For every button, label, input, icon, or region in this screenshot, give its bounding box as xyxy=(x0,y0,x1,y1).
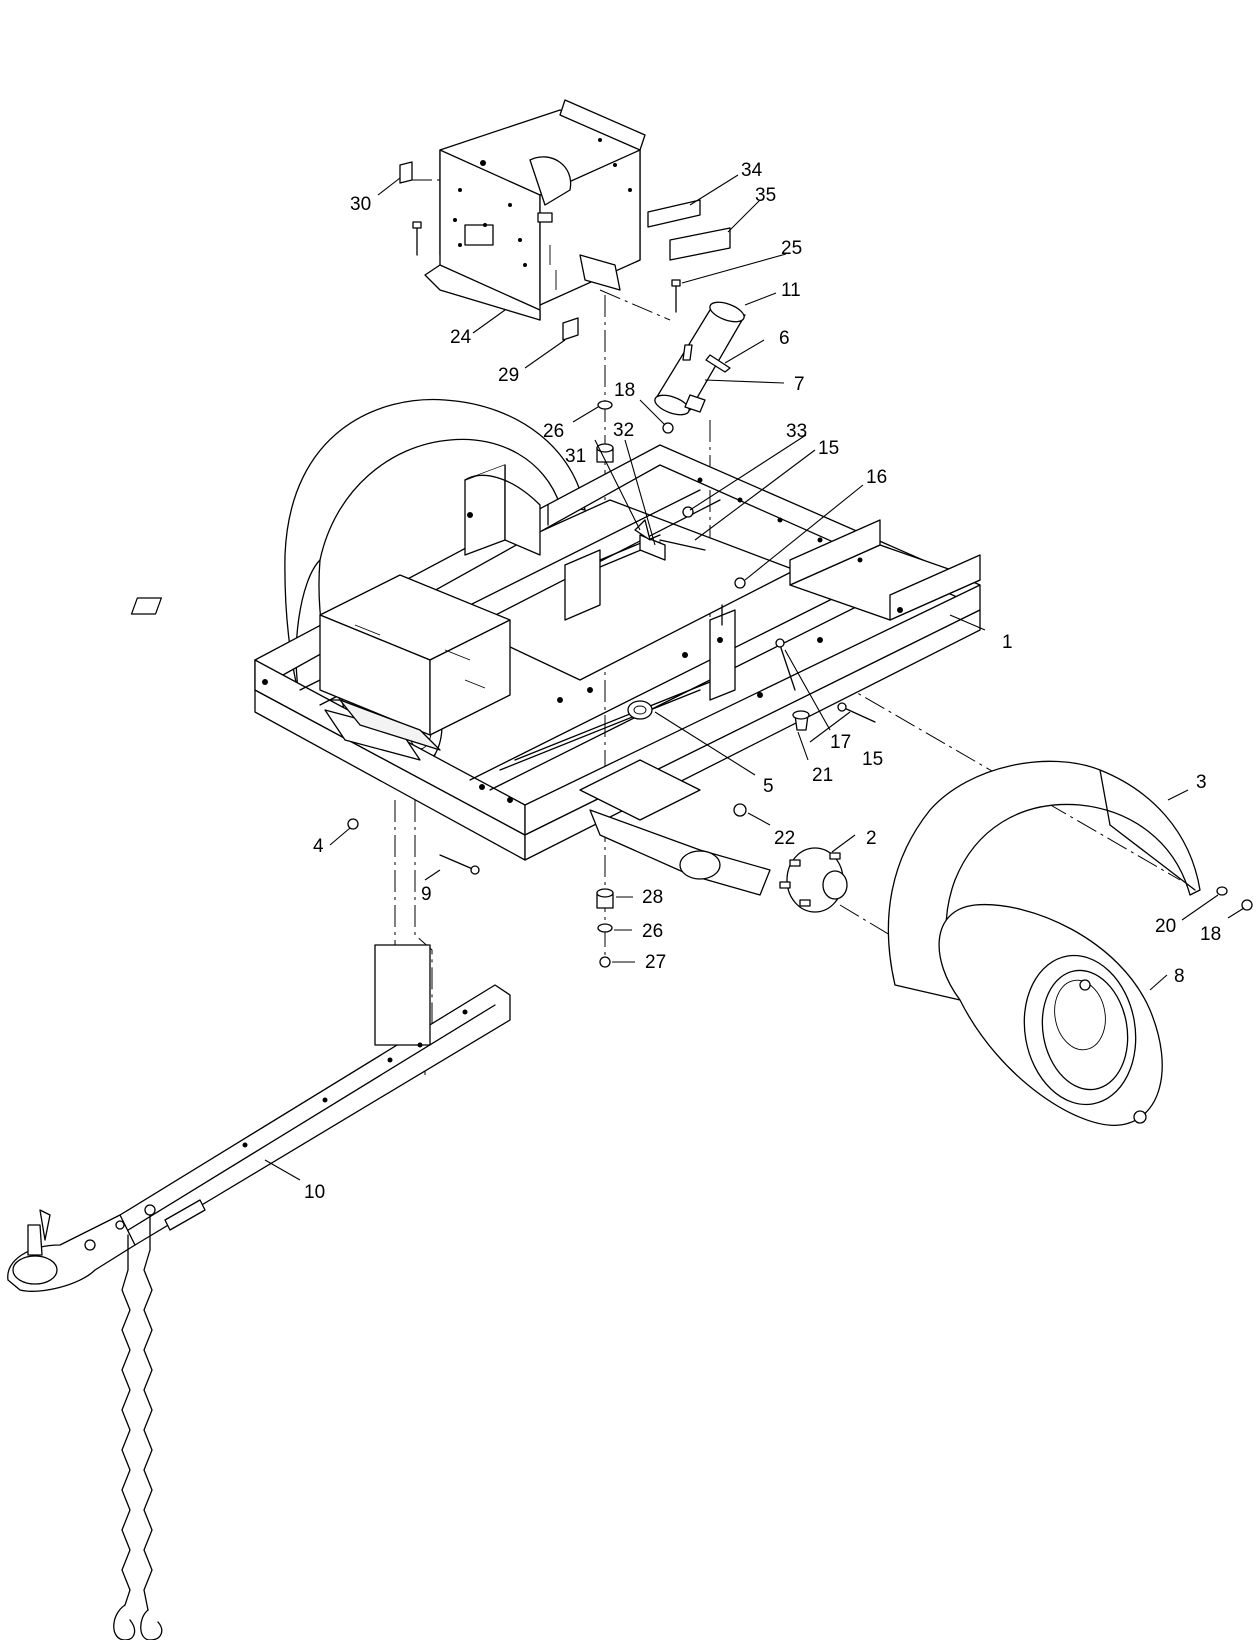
spring-31 xyxy=(634,519,651,541)
nut-18-top xyxy=(662,422,674,434)
callout-34: 34 xyxy=(741,160,763,181)
callout-17: 17 xyxy=(830,732,851,753)
callout-15-top: 15 xyxy=(818,438,839,459)
callout-32: 32 xyxy=(613,420,634,441)
callout-15-lower: 15 xyxy=(862,749,883,770)
right-fender xyxy=(887,760,1201,1001)
callout-35: 35 xyxy=(755,185,776,206)
callout-30: 30 xyxy=(350,194,371,215)
callout-18-right: 18 xyxy=(1200,924,1221,945)
callout-21: 21 xyxy=(812,765,833,786)
washer-20 xyxy=(1216,886,1228,896)
lug-nut xyxy=(1133,1110,1147,1124)
right-wheel xyxy=(938,903,1163,1126)
callout-25: 25 xyxy=(781,238,802,259)
callout-2: 2 xyxy=(866,828,877,849)
decal-29 xyxy=(562,317,579,341)
callout-26-top: 26 xyxy=(543,421,564,442)
nut-4 xyxy=(347,818,359,830)
callout-9: 9 xyxy=(421,884,432,905)
bolt-17 xyxy=(779,644,796,691)
callout-3: 3 xyxy=(1196,772,1207,793)
pin-7 xyxy=(684,394,706,413)
callout-5: 5 xyxy=(763,776,774,797)
nut-22 xyxy=(733,803,747,817)
nut-27 xyxy=(599,956,611,968)
bolt-16 xyxy=(734,577,746,589)
control-box xyxy=(424,99,646,321)
callout-27: 27 xyxy=(645,952,666,973)
bolt-9 xyxy=(439,854,476,871)
callout-18-top: 18 xyxy=(614,380,635,401)
bolt-15-top xyxy=(659,539,706,551)
safety-chains xyxy=(113,1214,163,1640)
handle-tube xyxy=(654,301,746,416)
callout-20: 20 xyxy=(1155,916,1176,937)
callout-7: 7 xyxy=(794,374,805,395)
callout-16: 16 xyxy=(866,467,887,488)
decal-30 xyxy=(399,161,413,184)
callout-26-low: 26 xyxy=(642,921,663,942)
axle-hub xyxy=(589,809,848,913)
callout-11: 11 xyxy=(781,280,801,301)
decal-34 xyxy=(647,199,701,228)
decals xyxy=(399,161,731,341)
callout-10: 10 xyxy=(304,1182,325,1203)
decal-35 xyxy=(669,227,731,261)
nut-18-right xyxy=(1241,899,1253,911)
callout-labels: 1 2 3 4 5 6 7 8 9 10 11 15 15 16 17 18 1… xyxy=(304,160,1221,1203)
bolt-15-lower xyxy=(841,706,876,723)
bearing-5 xyxy=(627,700,653,720)
main-frame xyxy=(130,444,981,861)
callout-22: 22 xyxy=(774,828,795,849)
callout-31: 31 xyxy=(565,446,586,467)
callout-8: 8 xyxy=(1174,966,1185,987)
callout-24: 24 xyxy=(450,327,472,348)
callout-28: 28 xyxy=(642,887,663,908)
callout-1: 1 xyxy=(1002,632,1013,653)
washer-26-low xyxy=(597,923,613,933)
callout-4: 4 xyxy=(313,836,324,857)
callout-29: 29 xyxy=(498,365,519,386)
washer-26-top xyxy=(597,400,613,410)
bracket-32 xyxy=(639,534,666,561)
callout-33: 33 xyxy=(786,421,807,442)
bolts-top xyxy=(412,221,681,313)
tongue xyxy=(7,944,511,1292)
clip-6 xyxy=(705,354,731,373)
callout-6: 6 xyxy=(779,328,790,349)
leader-lines xyxy=(264,174,1245,1181)
center-hardware xyxy=(347,400,1253,968)
